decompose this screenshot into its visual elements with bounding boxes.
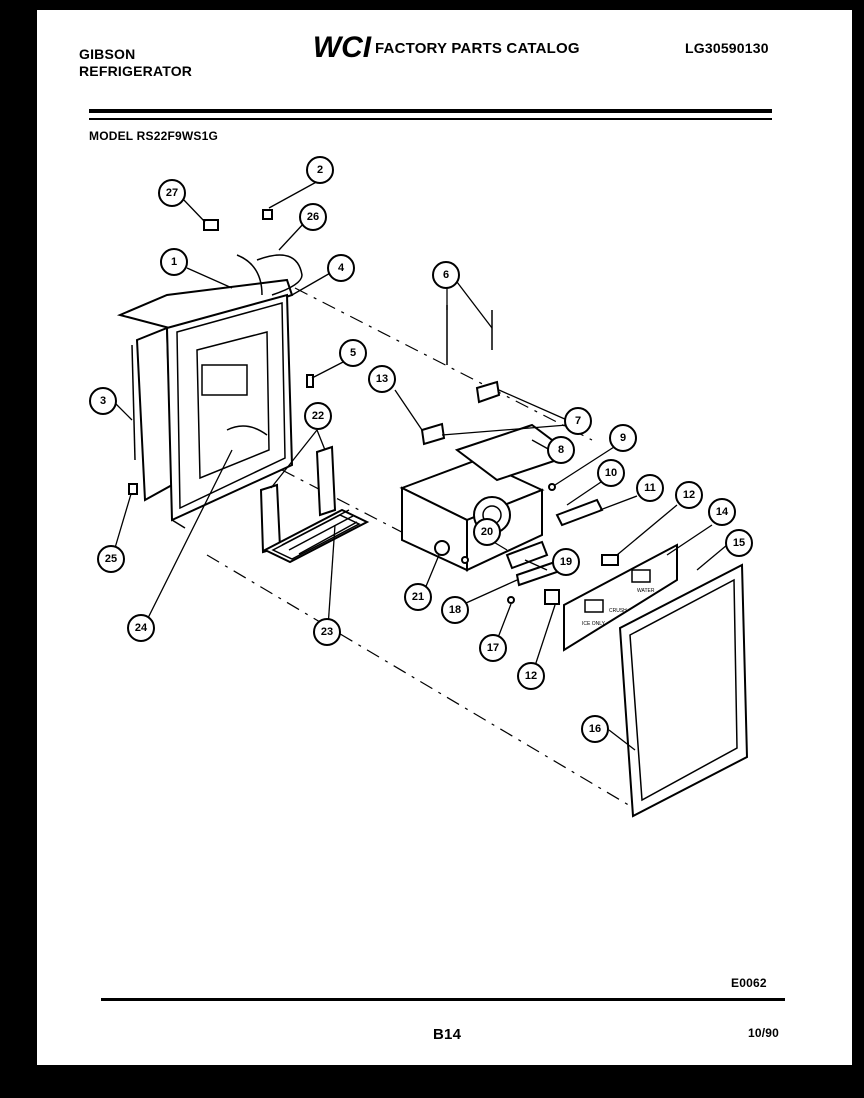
exploded-parts-diagram: ICE ONLY CRUSH WATER xyxy=(89,156,753,818)
callout-11: 11 xyxy=(636,474,664,502)
callout-15: 15 xyxy=(725,529,753,557)
trim-strip xyxy=(315,445,337,517)
svg-text:27: 27 xyxy=(166,187,178,199)
drip-tray-grille xyxy=(262,508,370,564)
callout-6: 6 xyxy=(432,261,460,289)
callout-8: 8 xyxy=(547,436,575,464)
parts-sheet: GIBSON REFRIGERATOR WCI FACTORY PARTS CA… xyxy=(37,10,852,1065)
heater-wire xyxy=(131,344,136,461)
callout-2: 2 xyxy=(306,156,334,184)
callout-27: 27 xyxy=(158,179,186,207)
svg-text:20: 20 xyxy=(481,526,493,538)
svg-text:13: 13 xyxy=(376,373,388,385)
callout-26: 26 xyxy=(299,203,327,231)
svg-text:25: 25 xyxy=(105,553,117,565)
svg-text:2: 2 xyxy=(317,164,323,176)
panel-label: ICE ONLY xyxy=(582,621,606,627)
callout-20: 20 xyxy=(473,518,501,546)
panel-label: WATER xyxy=(637,588,655,594)
wci-logo: WCI xyxy=(313,31,372,64)
callout-12-lower: 12 xyxy=(517,662,545,690)
svg-text:22: 22 xyxy=(312,410,324,422)
callout-1: 1 xyxy=(160,248,188,276)
svg-text:9: 9 xyxy=(620,432,626,444)
svg-text:1: 1 xyxy=(171,256,177,268)
diagram-code: E0062 xyxy=(731,976,767,990)
callout-25: 25 xyxy=(97,545,125,573)
callout-17: 17 xyxy=(479,634,507,662)
page-number: B14 xyxy=(433,1026,462,1043)
catalog-number: LG30590130 xyxy=(685,40,769,56)
actuator xyxy=(420,422,446,446)
callout-5: 5 xyxy=(339,339,367,367)
svg-text:21: 21 xyxy=(412,591,424,603)
svg-text:26: 26 xyxy=(307,211,319,223)
header-rule-thin xyxy=(89,118,772,120)
svg-text:18: 18 xyxy=(449,604,461,616)
svg-text:12: 12 xyxy=(525,670,537,682)
control-box-assembly xyxy=(399,423,604,604)
model-label: MODEL RS22F9WS1G xyxy=(89,129,219,143)
svg-text:16: 16 xyxy=(589,723,601,735)
svg-text:4: 4 xyxy=(338,262,345,274)
svg-text:7: 7 xyxy=(575,415,581,427)
control-panel: ICE ONLY CRUSH WATER xyxy=(563,543,678,652)
catalog-title: FACTORY PARTS CATALOG xyxy=(375,40,580,57)
wire-harness xyxy=(203,209,303,296)
switch-button xyxy=(601,554,619,566)
callout-21: 21 xyxy=(404,583,432,611)
svg-text:6: 6 xyxy=(443,269,449,281)
callout-12-upper: 12 xyxy=(675,481,703,509)
logo-text: WCI xyxy=(313,31,372,64)
callout-14: 14 xyxy=(708,498,736,526)
svg-text:17: 17 xyxy=(487,642,499,654)
svg-text:24: 24 xyxy=(135,622,148,634)
svg-text:8: 8 xyxy=(558,444,564,456)
svg-text:14: 14 xyxy=(716,506,729,518)
dispenser-cover-frame xyxy=(618,563,749,818)
assembly-guide-line xyxy=(281,469,418,541)
svg-text:15: 15 xyxy=(733,537,745,549)
svg-text:11: 11 xyxy=(644,482,656,494)
switch-button xyxy=(544,589,560,605)
print-date: 10/90 xyxy=(748,1026,780,1040)
callout-7: 7 xyxy=(564,407,592,435)
callout-13: 13 xyxy=(368,365,396,393)
dispenser-housing xyxy=(116,278,294,529)
svg-text:19: 19 xyxy=(560,556,572,568)
header-rule-thick xyxy=(89,109,772,113)
assembly-guide-line xyxy=(206,554,638,811)
callout-23: 23 xyxy=(313,618,341,646)
callout-9: 9 xyxy=(609,424,637,452)
product-type: REFRIGERATOR xyxy=(79,63,193,79)
light-socket xyxy=(306,374,314,388)
callout-3: 3 xyxy=(89,387,117,415)
callout-4: 4 xyxy=(327,254,355,282)
svg-text:5: 5 xyxy=(350,347,356,359)
mounting-bracket xyxy=(475,380,501,404)
callout-24: 24 xyxy=(127,614,155,642)
callout-18: 18 xyxy=(441,596,469,624)
assembly-guide-line xyxy=(294,287,593,441)
svg-text:10: 10 xyxy=(605,467,617,479)
svg-text:3: 3 xyxy=(100,395,106,407)
callout-10: 10 xyxy=(597,459,625,487)
callout-19: 19 xyxy=(552,548,580,576)
trim-strip xyxy=(259,483,282,554)
clip xyxy=(128,483,138,495)
brand-name: GIBSON xyxy=(79,46,136,62)
panel-label: CRUSH xyxy=(609,608,627,614)
callout-22: 22 xyxy=(304,402,332,430)
svg-text:12: 12 xyxy=(683,489,695,501)
svg-text:23: 23 xyxy=(321,626,333,638)
callout-16: 16 xyxy=(581,715,609,743)
footer-rule xyxy=(101,998,785,1001)
